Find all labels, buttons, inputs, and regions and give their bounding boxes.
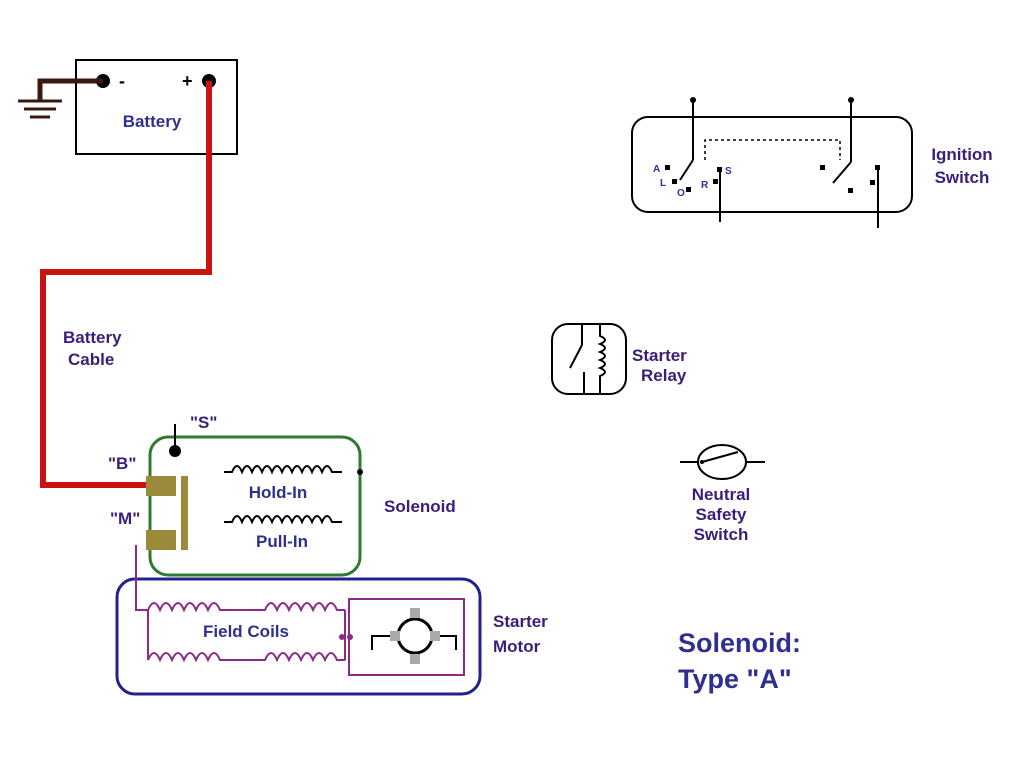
neutral-safety-switch-label-line1: Neutral xyxy=(692,485,751,504)
contact-disc xyxy=(181,476,188,550)
starter-motor-label-line2: Motor xyxy=(493,637,541,656)
field-coil-bottom xyxy=(147,652,345,663)
ignition-switch-label-line2: Switch xyxy=(935,168,990,187)
solenoid: "S" "B" "M" Hold-In Pull-In xyxy=(108,413,363,577)
m-terminal-label: "M" xyxy=(110,509,140,528)
s-terminal-label: "S" xyxy=(190,413,217,432)
ignition-contact-o: O xyxy=(677,188,685,199)
solenoid-label: Solenoid xyxy=(384,497,456,516)
field-coils-label: Field Coils xyxy=(203,622,289,641)
ignition-contact-r: R xyxy=(701,180,709,191)
s-terminal xyxy=(169,445,181,457)
b-terminal-contact xyxy=(146,476,176,496)
ignition-contact-a: A xyxy=(653,164,660,175)
ignition-switch: A L O R S xyxy=(631,97,913,228)
field-coil-top xyxy=(147,602,345,613)
b-terminal-label: "B" xyxy=(108,454,136,473)
starter-relay xyxy=(551,323,627,395)
starter-motor-label-line1: Starter xyxy=(493,612,548,631)
battery-cable xyxy=(40,81,212,488)
starter-relay-label-line2: Relay xyxy=(641,366,687,385)
battery-cable-label-line1: Battery xyxy=(63,328,122,347)
switch-linkage xyxy=(704,139,841,160)
starter-relay-label-line1: Starter xyxy=(632,346,687,365)
ignition-switch-label-line1: Ignition xyxy=(931,145,992,164)
starter-relay-housing xyxy=(551,323,627,395)
pull-in-coil xyxy=(224,515,342,525)
solenoid-housing xyxy=(148,435,362,577)
armature-icon xyxy=(371,608,457,664)
battery-positive-sign: + xyxy=(182,71,193,91)
hold-in-label: Hold-In xyxy=(249,483,308,502)
ground-icon xyxy=(18,78,103,119)
hold-in-coil xyxy=(224,465,342,475)
diagram-title-line1: Solenoid: xyxy=(678,628,801,658)
ignition-contact-l: L xyxy=(660,178,666,189)
battery-label: Battery xyxy=(123,112,182,131)
ignition-contact-s: S xyxy=(725,166,732,177)
battery-box xyxy=(75,59,238,155)
neutral-safety-switch-label-line3: Switch xyxy=(694,525,749,544)
pull-in-label: Pull-In xyxy=(256,532,308,551)
battery-negative-sign: - xyxy=(119,71,125,91)
armature-box xyxy=(348,598,465,676)
m-terminal-lead xyxy=(135,545,148,611)
neutral-safety-switch-label-line2: Safety xyxy=(695,505,747,524)
relay-coil xyxy=(597,324,606,394)
diagram-title-line2: Type "A" xyxy=(678,664,792,694)
ignition-switch-housing xyxy=(631,116,913,213)
battery-cable-label-line2: Cable xyxy=(68,350,114,369)
neutral-safety-switch xyxy=(680,444,765,480)
starter-motor: Field Coils xyxy=(115,545,482,696)
m-terminal-contact xyxy=(146,530,176,550)
battery: Battery - + xyxy=(75,59,238,155)
